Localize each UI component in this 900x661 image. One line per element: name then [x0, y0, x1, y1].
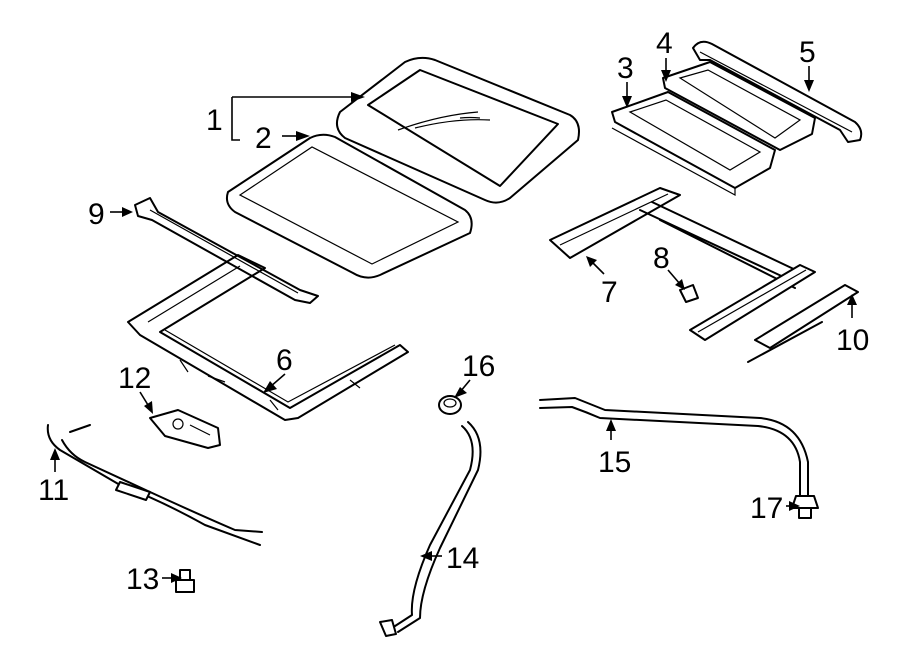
part-14-drain-hose	[379, 421, 482, 637]
part-4-sunshade-trim	[662, 61, 816, 151]
callout-5: 5	[799, 36, 816, 69]
callout-3: 3	[617, 52, 634, 85]
part-13-bolt	[175, 569, 195, 593]
callout-12: 12	[118, 362, 151, 395]
part-9-cross-member	[134, 197, 319, 304]
callout-11: 11	[38, 474, 69, 507]
part-16-grommet	[438, 395, 462, 415]
callout-16: 16	[462, 350, 495, 383]
callout-6: 6	[276, 344, 293, 377]
part-12-motor	[149, 409, 221, 449]
callout-9: 9	[88, 198, 105, 231]
callout-17: 17	[750, 492, 783, 525]
part-2-glass-seal	[225, 133, 473, 279]
callout-4: 4	[656, 27, 673, 60]
part-11-wiring-harness	[46, 424, 263, 546]
leader-lines	[50, 58, 857, 583]
part-6-housing-frame	[127, 254, 409, 421]
callout-14: 14	[446, 542, 479, 575]
part-10-cable-guide	[747, 284, 859, 363]
callout-10: 10	[836, 324, 869, 357]
callout-1: 1	[206, 104, 223, 137]
part-7-guide-rail	[549, 187, 816, 341]
callout-8: 8	[653, 242, 670, 275]
part-3-sunshade	[611, 91, 776, 197]
part-5-wind-deflector	[692, 40, 863, 143]
callout-7: 7	[601, 276, 618, 309]
part-17-connector	[791, 495, 819, 519]
callout-13: 13	[126, 563, 159, 596]
part-1-glass-assembly	[335, 56, 580, 204]
callout-2: 2	[255, 122, 272, 155]
callout-labels: 1 2 3 4 5 6 7 8 9 10 11 12 13 14 15 16 1…	[38, 27, 869, 596]
part-15-drain-hose	[539, 397, 809, 497]
callout-15: 15	[598, 446, 631, 479]
